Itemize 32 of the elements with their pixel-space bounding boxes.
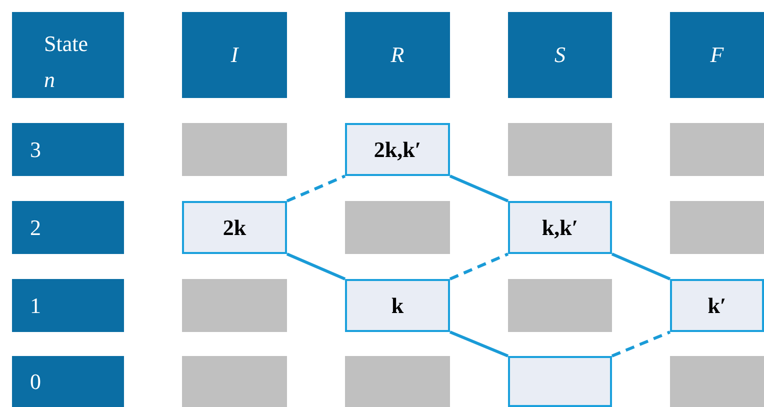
connector-line xyxy=(611,252,671,280)
empty-box xyxy=(670,356,764,407)
empty-box xyxy=(345,201,450,254)
connector-line xyxy=(449,174,509,202)
row-header: 2 xyxy=(12,201,124,254)
row-header: 3 xyxy=(12,123,124,176)
empty-box xyxy=(182,123,287,176)
state-box: 2k,k′ xyxy=(345,123,450,176)
column-header: R xyxy=(345,12,450,98)
state-box: k′ xyxy=(670,279,764,332)
row-header: 1 xyxy=(12,279,124,332)
connector-line xyxy=(449,330,509,358)
connector-line xyxy=(449,252,509,280)
connector-line xyxy=(286,174,346,202)
empty-box xyxy=(508,279,612,332)
column-header: S xyxy=(508,12,612,98)
empty-box xyxy=(670,201,764,254)
column-header: F xyxy=(670,12,764,98)
empty-box xyxy=(182,356,287,407)
empty-box xyxy=(670,123,764,176)
empty-box xyxy=(182,279,287,332)
connector-line xyxy=(611,330,671,358)
row-header: 0 xyxy=(12,356,124,407)
connector-line xyxy=(286,252,346,280)
state-box: k xyxy=(345,279,450,332)
state-box: 2k xyxy=(182,201,287,254)
state-box xyxy=(508,356,612,407)
column-header: State n xyxy=(12,12,124,98)
empty-box xyxy=(345,356,450,407)
empty-box xyxy=(508,123,612,176)
state-box: k,k′ xyxy=(508,201,612,254)
column-header: I xyxy=(182,12,287,98)
